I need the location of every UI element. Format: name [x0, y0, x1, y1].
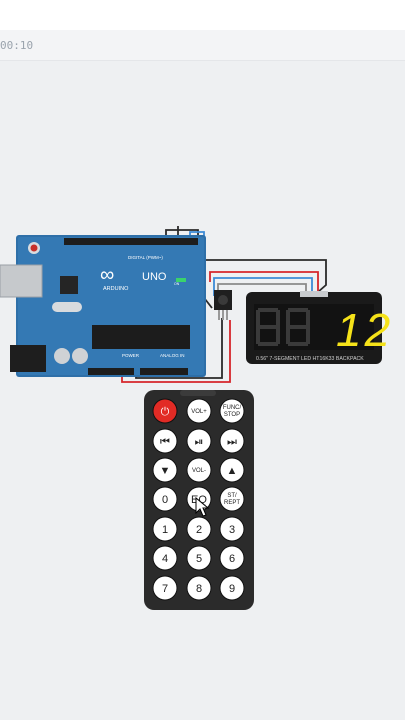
remote-key-6[interactable]: 6	[219, 545, 245, 571]
remote-key-label: 0	[162, 494, 168, 506]
remote-key-label: FUNC/	[223, 405, 242, 411]
arduino-uno-board[interactable]: ∞ ARDUINO UNO DIGITAL (PWM~) POWER ANALO…	[0, 235, 206, 377]
ir-receiver[interactable]	[214, 290, 232, 320]
remote-key-prev[interactable]: ⏮	[152, 428, 178, 454]
remote-key-label: 1	[162, 524, 168, 536]
wire-black-long[interactable]	[204, 259, 327, 293]
remote-key-label: ⏭	[227, 436, 237, 448]
remote-key-2[interactable]: 2	[186, 516, 212, 542]
wire-red-display[interactable]	[209, 271, 319, 292]
top-toolbar	[0, 0, 405, 31]
remote-key-label: 7	[162, 583, 168, 595]
remote-key-up[interactable]: ▲	[219, 457, 245, 483]
remote-key-3[interactable]: 3	[219, 516, 245, 542]
remote-key-label: 5	[196, 553, 202, 565]
circuit-svg[interactable]: ∞ ARDUINO UNO DIGITAL (PWM~) POWER ANALO…	[0, 61, 405, 720]
remote-key-power[interactable]: ⏻	[152, 398, 178, 424]
arduino-model: UNO	[142, 271, 167, 283]
remote-key-8[interactable]: 8	[186, 575, 212, 601]
remote-key-label: VOL+	[191, 409, 207, 415]
power-jack	[10, 345, 46, 372]
remote-key-label: ⏻	[161, 406, 170, 418]
remote-key-label: 2	[196, 524, 202, 536]
remote-key-st-rept[interactable]: ST/REPT	[219, 486, 245, 512]
seven-segment-display[interactable]: 12 0.56" 7-SEGMENT LED HT16K33 BACKPACK	[246, 291, 393, 364]
remote-key-1[interactable]: 1	[152, 516, 178, 542]
wire-blue-display[interactable]	[213, 277, 313, 296]
display-label: 0.56" 7-SEGMENT LED HT16K33 BACKPACK	[256, 356, 364, 362]
remote-key-label: ▲	[227, 465, 238, 477]
simulation-timer: 00:10	[0, 39, 34, 52]
remote-key-label: ⏮	[160, 436, 170, 448]
remote-key-label: VOL-	[192, 468, 206, 474]
remote-key-label: ▼	[160, 465, 171, 477]
remote-key-7[interactable]: 7	[152, 575, 178, 601]
remote-key-label: 6	[229, 553, 235, 565]
remote-key-func-stop[interactable]: FUNC/STOP	[219, 398, 245, 424]
remote-key-label: 9	[229, 583, 235, 595]
remote-key-label: REPT	[224, 500, 240, 506]
remote-key-label: 4	[162, 553, 168, 565]
atmega-chip	[92, 325, 190, 349]
mouse-cursor	[195, 496, 210, 517]
circuit-canvas[interactable]: ∞ ARDUINO UNO DIGITAL (PWM~) POWER ANALO…	[0, 61, 405, 720]
power-header	[88, 368, 134, 375]
remote-key-vol-down[interactable]: VOL-	[186, 457, 212, 483]
remote-key-5[interactable]: 5	[186, 545, 212, 571]
remote-key-next[interactable]: ⏭	[219, 428, 245, 454]
remote-key-vol-up[interactable]: VOL+	[186, 398, 212, 424]
on-led-label: ON	[174, 282, 180, 286]
analog-header	[140, 368, 188, 375]
remote-key-down[interactable]: ▼	[152, 457, 178, 483]
display-value: 12	[336, 304, 393, 356]
remote-key-9[interactable]: 9	[219, 575, 245, 601]
arduino-infinity-logo: ∞	[100, 264, 114, 286]
remote-key-label: ST/	[227, 493, 237, 499]
digital-header-label: DIGITAL (PWM~)	[128, 255, 163, 260]
simulation-timer-bar: 00:10	[0, 30, 405, 61]
digital-header	[64, 238, 198, 245]
remote-key-label: 8	[196, 583, 202, 595]
remote-key-label: STOP	[224, 412, 240, 418]
power-label: POWER	[122, 353, 140, 358]
unlit-digits	[256, 308, 310, 346]
remote-key-0[interactable]: 0	[152, 486, 178, 512]
usb-port	[0, 264, 43, 298]
remote-key-label: 3	[229, 524, 235, 536]
analog-label: ANALOG IN	[160, 353, 185, 358]
remote-key-label: EQ	[191, 494, 207, 506]
arduino-brand: ARDUINO	[103, 286, 129, 292]
remote-key-4[interactable]: 4	[152, 545, 178, 571]
remote-key-label: ⏯	[195, 436, 204, 448]
remote-key-play-pause[interactable]: ⏯	[186, 428, 212, 454]
